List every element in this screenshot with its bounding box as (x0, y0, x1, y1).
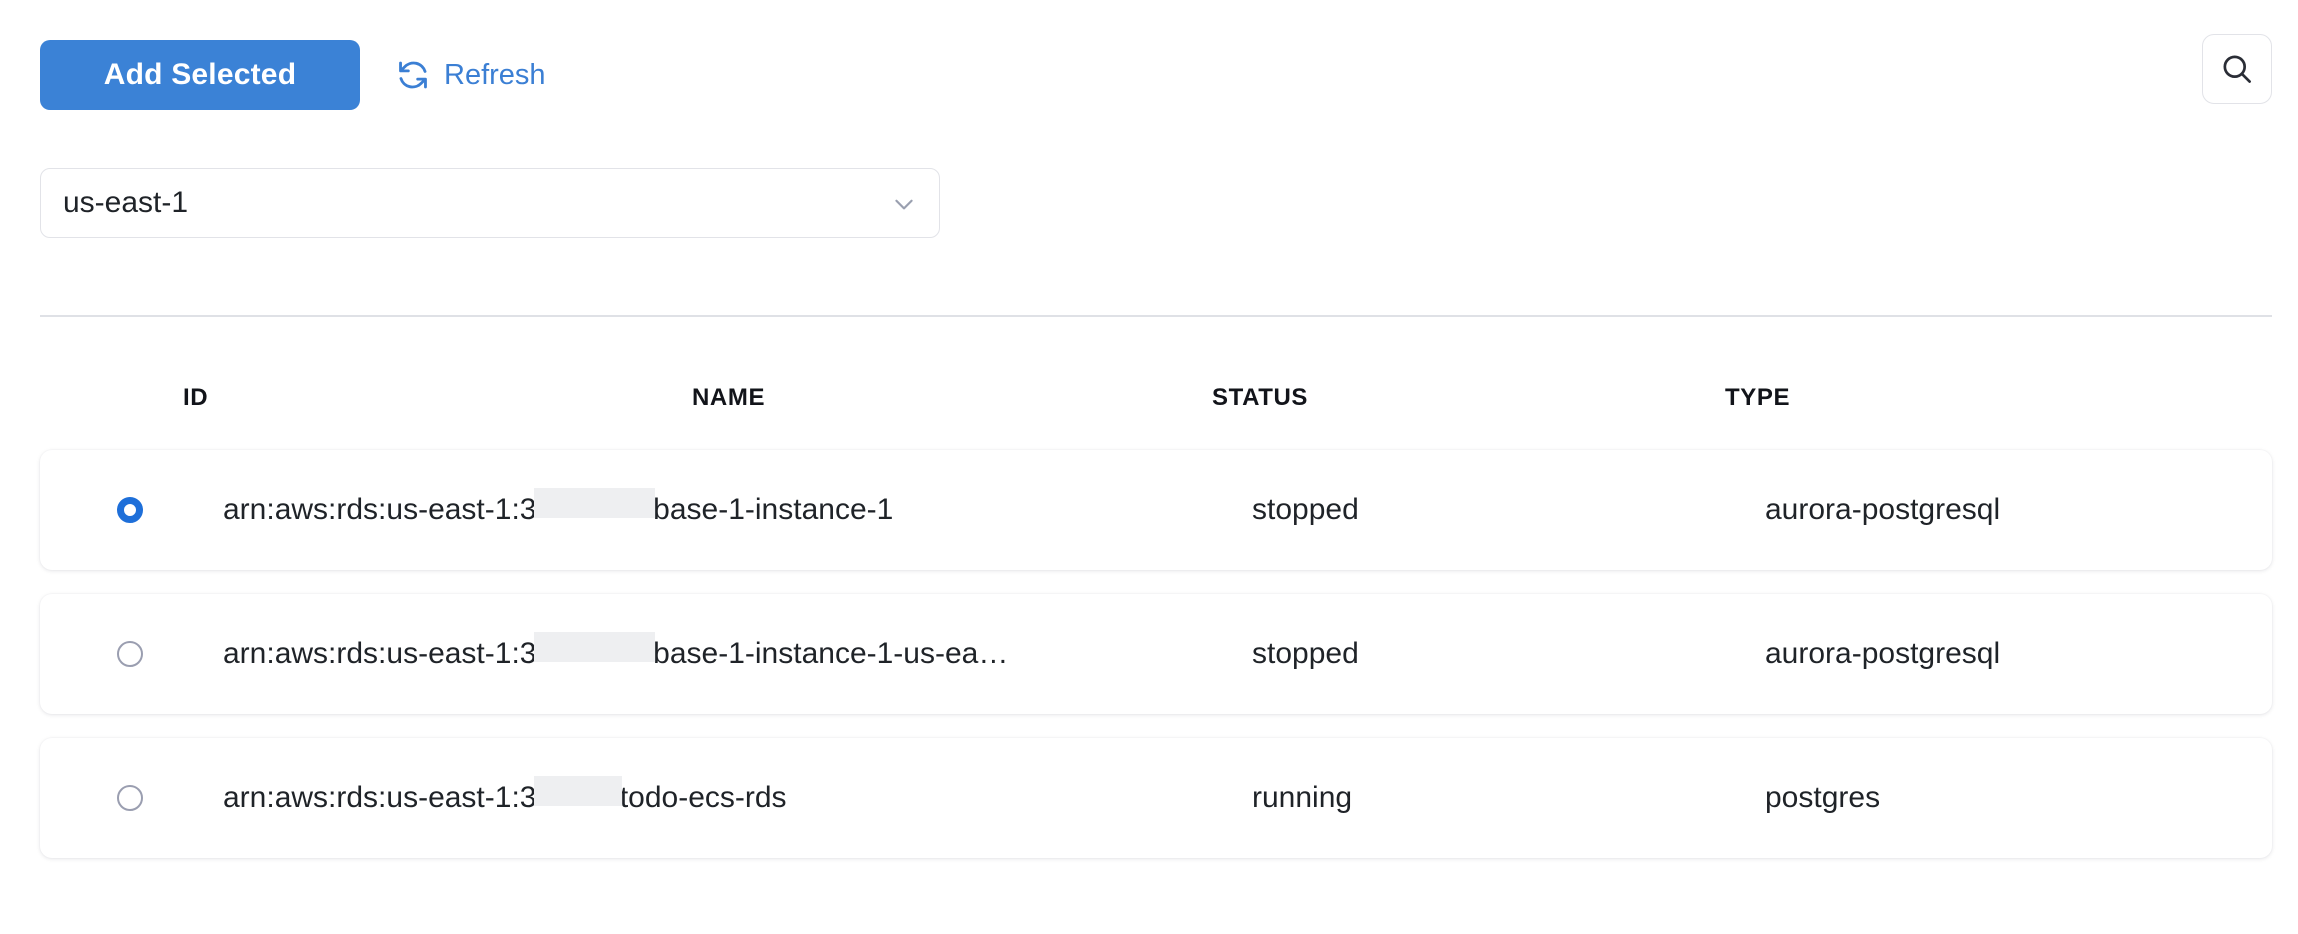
id-redacted-segment (534, 738, 623, 858)
id-suffix: base-1-instance-1 (653, 493, 894, 526)
id-suffix: base-1-instance-1-us-ea… (653, 637, 1009, 670)
id-redacted-segment (534, 450, 655, 570)
cell-type: aurora-postgresql (1765, 493, 2001, 526)
id-suffix: todo-ecs-rds (619, 781, 787, 814)
refresh-icon (396, 58, 430, 92)
cell-id: arn:aws:rds:us-east-1:3 todo-ecs-rds (223, 738, 787, 858)
column-header-status: STATUS (1212, 384, 1309, 411)
id-prefix: arn:aws:rds:us-east-1:3 (223, 637, 537, 670)
cell-id: arn:aws:rds:us-east-1:3 base-1-instance-… (223, 450, 893, 570)
search-icon (2219, 51, 2255, 87)
table-body: arn:aws:rds:us-east-1:3 base-1-instance-… (0, 450, 2298, 858)
cell-status: running (1252, 781, 1353, 814)
search-button[interactable] (2202, 34, 2272, 104)
cell-type: postgres (1765, 781, 1881, 814)
resources-table: ID NAME STATUS TYPE arn:aws:rds:us-east-… (0, 380, 2298, 882)
column-header-type: TYPE (1725, 384, 1791, 411)
id-redacted-segment (534, 594, 655, 714)
cell-status: stopped (1252, 637, 1359, 670)
row-radio-button[interactable] (117, 641, 143, 667)
add-selected-button[interactable]: Add Selected (40, 40, 360, 110)
cell-id: arn:aws:rds:us-east-1:3 base-1-instance-… (223, 594, 1008, 714)
region-select[interactable]: us-east-1 (40, 168, 940, 238)
region-select-value: us-east-1 (63, 186, 189, 219)
cell-status: stopped (1252, 493, 1359, 526)
table-row[interactable]: arn:aws:rds:us-east-1:3 todo-ecs-rds runn… (40, 738, 2272, 858)
table-row[interactable]: arn:aws:rds:us-east-1:3 base-1-instance-… (40, 594, 2272, 714)
id-prefix: arn:aws:rds:us-east-1:3 (223, 493, 537, 526)
refresh-label: Refresh (444, 58, 546, 91)
column-header-name: NAME (692, 384, 766, 411)
table-header-row: ID NAME STATUS TYPE (0, 380, 2298, 450)
id-prefix: arn:aws:rds:us-east-1:3 (223, 781, 537, 814)
column-header-id: ID (183, 384, 209, 411)
section-divider (40, 315, 2272, 317)
cell-type: aurora-postgresql (1765, 637, 2001, 670)
row-radio-button[interactable] (117, 785, 143, 811)
table-row[interactable]: arn:aws:rds:us-east-1:3 base-1-instance-… (40, 450, 2272, 570)
toolbar: Add Selected Refresh (0, 0, 2298, 140)
refresh-button[interactable]: Refresh (396, 48, 546, 102)
row-radio-button[interactable] (117, 497, 143, 523)
